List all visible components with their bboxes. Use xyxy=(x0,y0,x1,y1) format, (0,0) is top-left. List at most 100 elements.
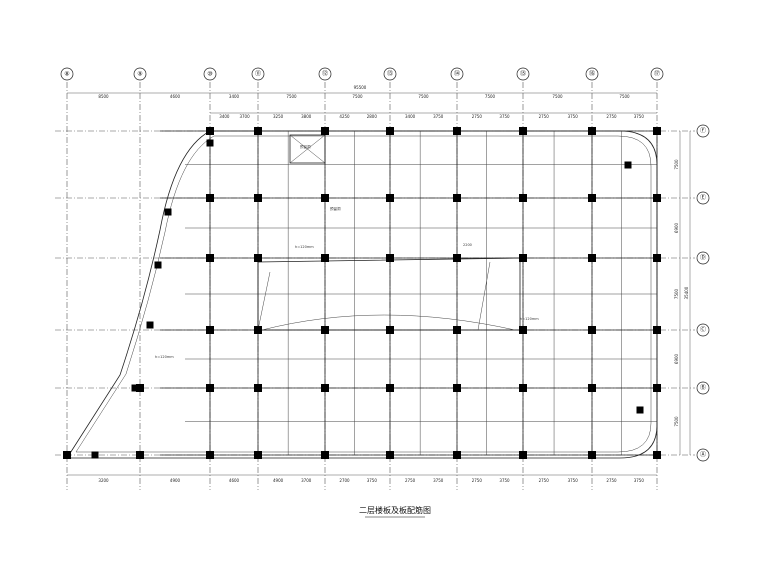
shaft-cross xyxy=(289,134,326,164)
column xyxy=(519,451,527,459)
axis-bubble xyxy=(516,67,530,81)
column xyxy=(254,194,262,202)
dimension-text: 2700 xyxy=(339,478,350,483)
axis-bubble xyxy=(450,67,464,81)
column xyxy=(146,321,154,329)
dimension-text: 2750 xyxy=(472,478,483,483)
column xyxy=(321,384,329,392)
dimension-text: 2750 xyxy=(472,114,483,119)
axis-bubble xyxy=(696,251,710,265)
column xyxy=(453,127,461,135)
dimension-text: 3750 xyxy=(568,478,579,483)
column xyxy=(321,127,329,135)
column xyxy=(254,326,262,334)
dimension-text: 7500 xyxy=(619,94,630,99)
axis-bubble xyxy=(696,323,710,337)
column xyxy=(154,261,162,269)
dimension-text: 3750 xyxy=(433,114,444,119)
annotation-label: 预留洞 xyxy=(330,206,341,211)
dimension-text: 3250 xyxy=(273,114,284,119)
dimension-text: 7500 xyxy=(286,94,297,99)
annotation-label: 预留洞 xyxy=(300,144,311,149)
dimension-text: 4600 xyxy=(170,94,181,99)
dimension-text: 3700 xyxy=(301,478,312,483)
slab-edge xyxy=(75,135,652,453)
dimension-text: 3750 xyxy=(367,478,378,483)
column xyxy=(653,254,661,262)
dimension-text: 3800 xyxy=(301,114,312,119)
axis-label: Ⓓ xyxy=(700,254,706,262)
axis-bubble xyxy=(696,124,710,138)
column xyxy=(453,194,461,202)
axis-label: ⑯ xyxy=(589,70,595,78)
dimension-text: 8500 xyxy=(98,94,109,99)
dimension-text: 2750 xyxy=(539,114,550,119)
dimension-text: 3400 xyxy=(219,114,230,119)
column xyxy=(254,127,262,135)
axis-label: Ⓕ xyxy=(700,127,706,135)
axis-label: ⑭ xyxy=(454,70,460,78)
column xyxy=(206,254,214,262)
annotation-label: h=120mm xyxy=(155,355,174,359)
dimension-text: 3400 xyxy=(405,114,416,119)
dimension-text: 4600 xyxy=(229,478,240,483)
column xyxy=(519,384,527,392)
column xyxy=(321,194,329,202)
dimension-text: 3400 xyxy=(229,94,240,99)
column xyxy=(136,384,144,392)
axis-bubble xyxy=(696,381,710,395)
dimension-text: 3750 xyxy=(499,114,510,119)
dimension-text: 7500 xyxy=(485,94,496,99)
dimension-text: 7500 xyxy=(674,288,679,299)
dimension-text: 35400 xyxy=(684,286,689,299)
axis-bubble xyxy=(251,67,265,81)
column xyxy=(653,194,661,202)
column xyxy=(321,326,329,334)
column xyxy=(519,254,527,262)
column xyxy=(588,127,596,135)
axis-label: ⑫ xyxy=(322,70,328,78)
drawing-title: 二层楼板及板配筋图 xyxy=(359,505,431,515)
column xyxy=(164,208,172,216)
column xyxy=(519,326,527,334)
dimension-text: 2750 xyxy=(539,478,550,483)
dimension-text: 7500 xyxy=(352,94,363,99)
column xyxy=(588,254,596,262)
axis-bubble xyxy=(696,448,710,462)
annotation-label: h=120mm xyxy=(295,245,314,249)
axis-label: Ⓒ xyxy=(700,326,706,334)
column xyxy=(653,326,661,334)
column xyxy=(453,451,461,459)
column xyxy=(206,194,214,202)
column xyxy=(206,139,214,147)
column xyxy=(206,384,214,392)
column xyxy=(624,161,632,169)
axis-label: ⑩ xyxy=(207,71,212,78)
column xyxy=(386,326,394,334)
dimension-text: 3200 xyxy=(98,478,109,483)
axis-label: Ⓐ xyxy=(700,451,706,459)
column xyxy=(588,451,596,459)
dimension-text: 6900 xyxy=(674,353,679,364)
column xyxy=(653,451,661,459)
column xyxy=(653,384,661,392)
dimension-text: 2750 xyxy=(606,478,617,483)
dimension-text: 3750 xyxy=(568,114,579,119)
axis-label: Ⓔ xyxy=(700,194,706,202)
column xyxy=(588,384,596,392)
opening-arc xyxy=(261,314,516,331)
column xyxy=(386,127,394,135)
axis-label: ⑬ xyxy=(387,70,393,78)
column xyxy=(519,194,527,202)
column xyxy=(321,451,329,459)
column xyxy=(254,254,262,262)
opening-edge xyxy=(257,271,271,331)
dimension-text: 2750 xyxy=(606,114,617,119)
axis-label: ⑰ xyxy=(654,70,660,78)
axis-bubble xyxy=(203,67,217,81)
shaft-box xyxy=(289,134,326,164)
dimension-text: 6900 xyxy=(674,222,679,233)
